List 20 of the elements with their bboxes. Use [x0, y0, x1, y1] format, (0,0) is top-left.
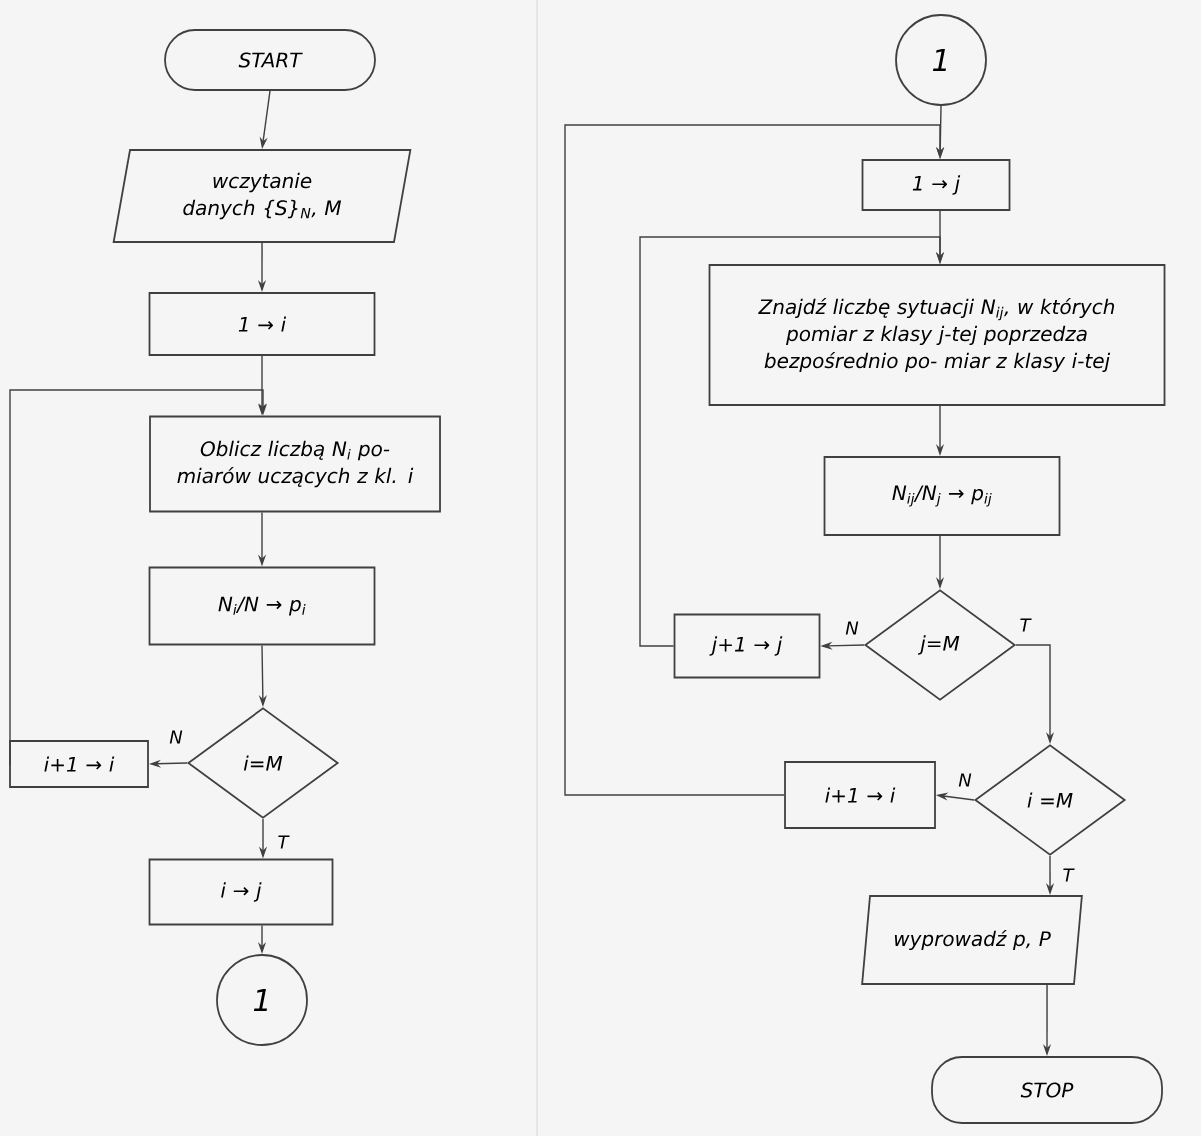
- process-box: i+1 → i: [784, 761, 936, 829]
- process-box: i → j: [148, 858, 334, 926]
- process-box: Znajdź liczbę sytuacji N$_{ij}$, w których pomiar z klasy j-tej poprzedza bezpośrednio po- miar z klasy i-tej: [708, 264, 1166, 406]
- edge-label: N: [168, 729, 184, 745]
- terminal-box: START: [164, 29, 376, 91]
- arrow: [8, 389, 268, 765]
- terminal-box: STOP: [931, 1056, 1163, 1124]
- edge-label: N: [844, 620, 860, 636]
- io-parallelogram: wczytanie danych {S}$_{N}$, M: [112, 149, 412, 243]
- process-box: 1 → j: [861, 159, 1011, 211]
- io-parallelogram: wyprowadź p, P: [861, 895, 1083, 985]
- arrow: [639, 236, 945, 647]
- process-box: Oblicz liczbą N$_{i}$ po- miarów uczących z kl. i: [149, 415, 441, 513]
- process-box: i+1 → i: [9, 740, 149, 788]
- edge-label: N: [957, 772, 973, 788]
- process-box: j+1 → j: [673, 613, 821, 679]
- process-box: N$_{ij}$/N$_{j}$ → p$_{ij}$: [823, 456, 1061, 536]
- arrow: [564, 124, 945, 796]
- process-box: 1 → i: [148, 292, 376, 356]
- process-box: N$_{i}$/N → p$_{i}$: [148, 566, 376, 646]
